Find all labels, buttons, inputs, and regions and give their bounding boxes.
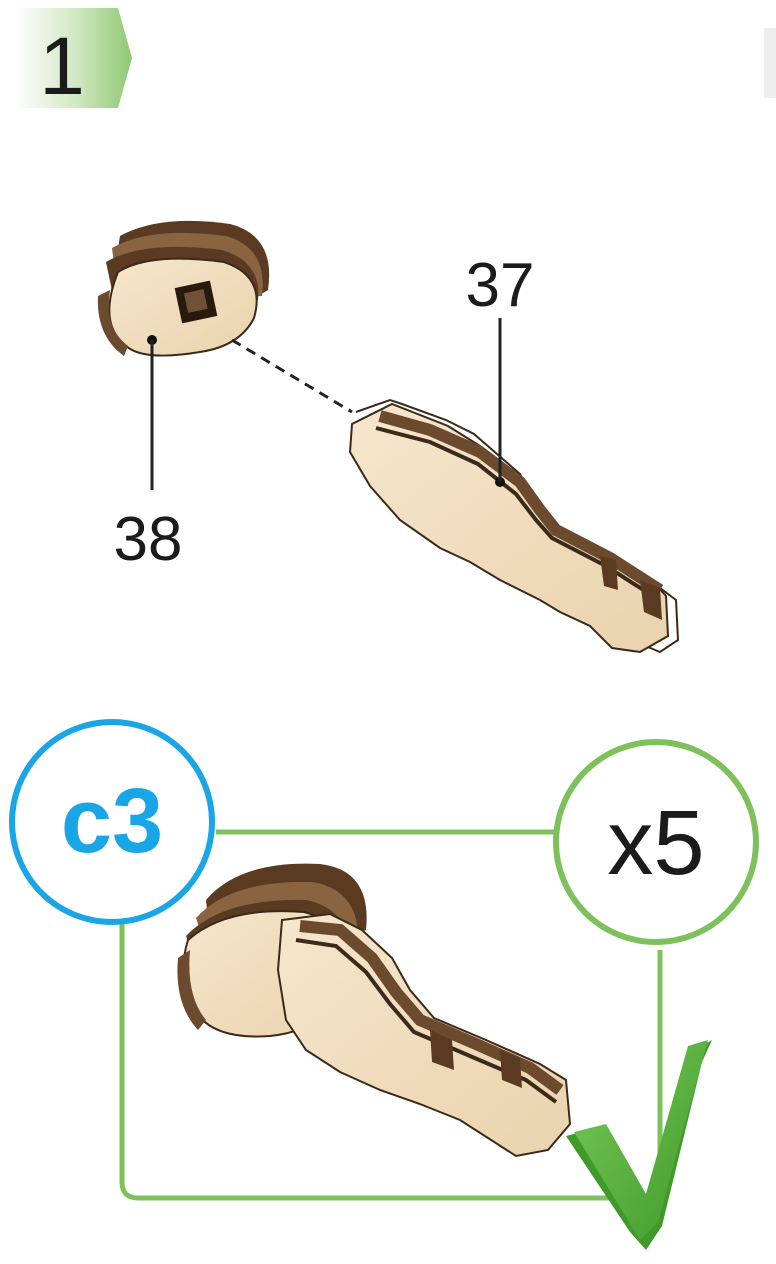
step-badge-arrow — [14, 8, 132, 108]
step-badge: 1 — [14, 8, 132, 112]
assembled-piece — [177, 863, 572, 1158]
quantity-label: x5 — [607, 792, 704, 894]
assembly-code: c3 — [61, 770, 163, 872]
part-38-label: 38 — [114, 505, 183, 574]
edge-fragment — [764, 28, 776, 98]
insertion-guide-dashed — [231, 338, 353, 414]
quantity-badge: x5 — [553, 739, 759, 945]
step-number: 1 — [39, 21, 85, 112]
part-38-oval-connector — [97, 220, 270, 357]
assembly-code-badge: c3 — [9, 719, 215, 925]
part-37-label: 37 — [466, 251, 535, 320]
part-37-key-piece — [348, 398, 680, 654]
check-mark-icon — [566, 1040, 712, 1250]
